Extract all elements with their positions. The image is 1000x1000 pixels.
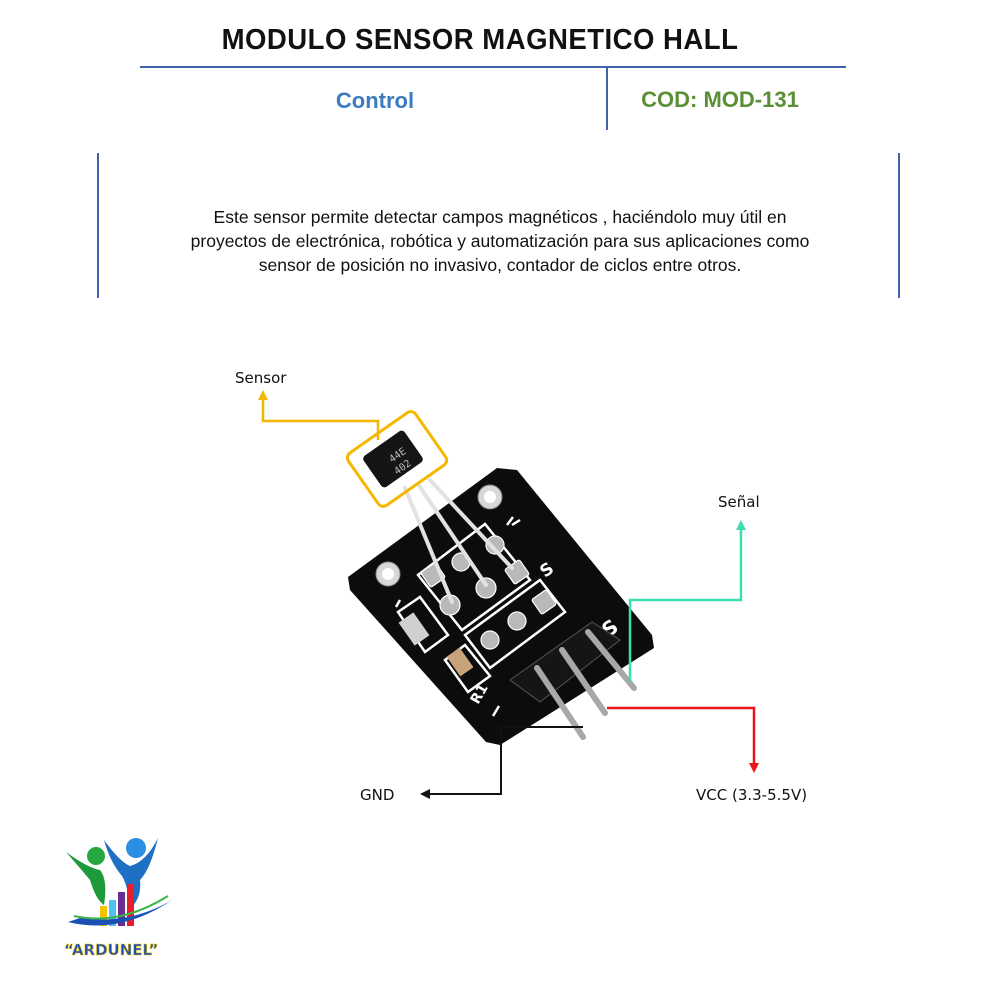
sensor-arrow-icon [258,390,268,400]
vcc-callout-line [607,706,756,765]
signal-label: Señal [718,493,760,511]
gnd-arrow-icon [420,789,430,799]
header-vertical-divider [606,66,608,130]
signal-callout-line [628,528,743,682]
signal-arrow-icon [736,520,746,530]
description-border-left [97,153,99,298]
vcc-label: VCC (3.3-5.5V) [696,786,807,804]
sensor-leads [403,478,514,604]
pcb-board: S S R1 [348,468,654,745]
sensor-callout-line [261,398,380,440]
page-title: MODULO SENSOR MAGNETICO HALL [221,24,739,56]
logo-text: “ARDUNEL” [64,941,158,959]
gnd-callout-line [428,726,583,795]
description-text: Este sensor permite detectar campos magn… [110,205,890,277]
product-code: COD: MOD-131 [641,87,799,112]
description-border-right [898,153,900,298]
vcc-arrow-icon [749,763,759,773]
pin-header [509,621,637,740]
gnd-label: GND [360,786,394,804]
description-line: Este sensor permite detectar campos magn… [213,207,787,227]
description-line: sensor de posición no invasivo, contador… [258,255,742,275]
ardunel-logo: “ARDUNEL” [64,838,172,959]
category-label: Control [335,88,415,113]
header-divider [140,66,846,68]
description-line: proyectos de electrónica, robótica y aut… [190,231,810,251]
sensor-label: Sensor [235,369,287,387]
